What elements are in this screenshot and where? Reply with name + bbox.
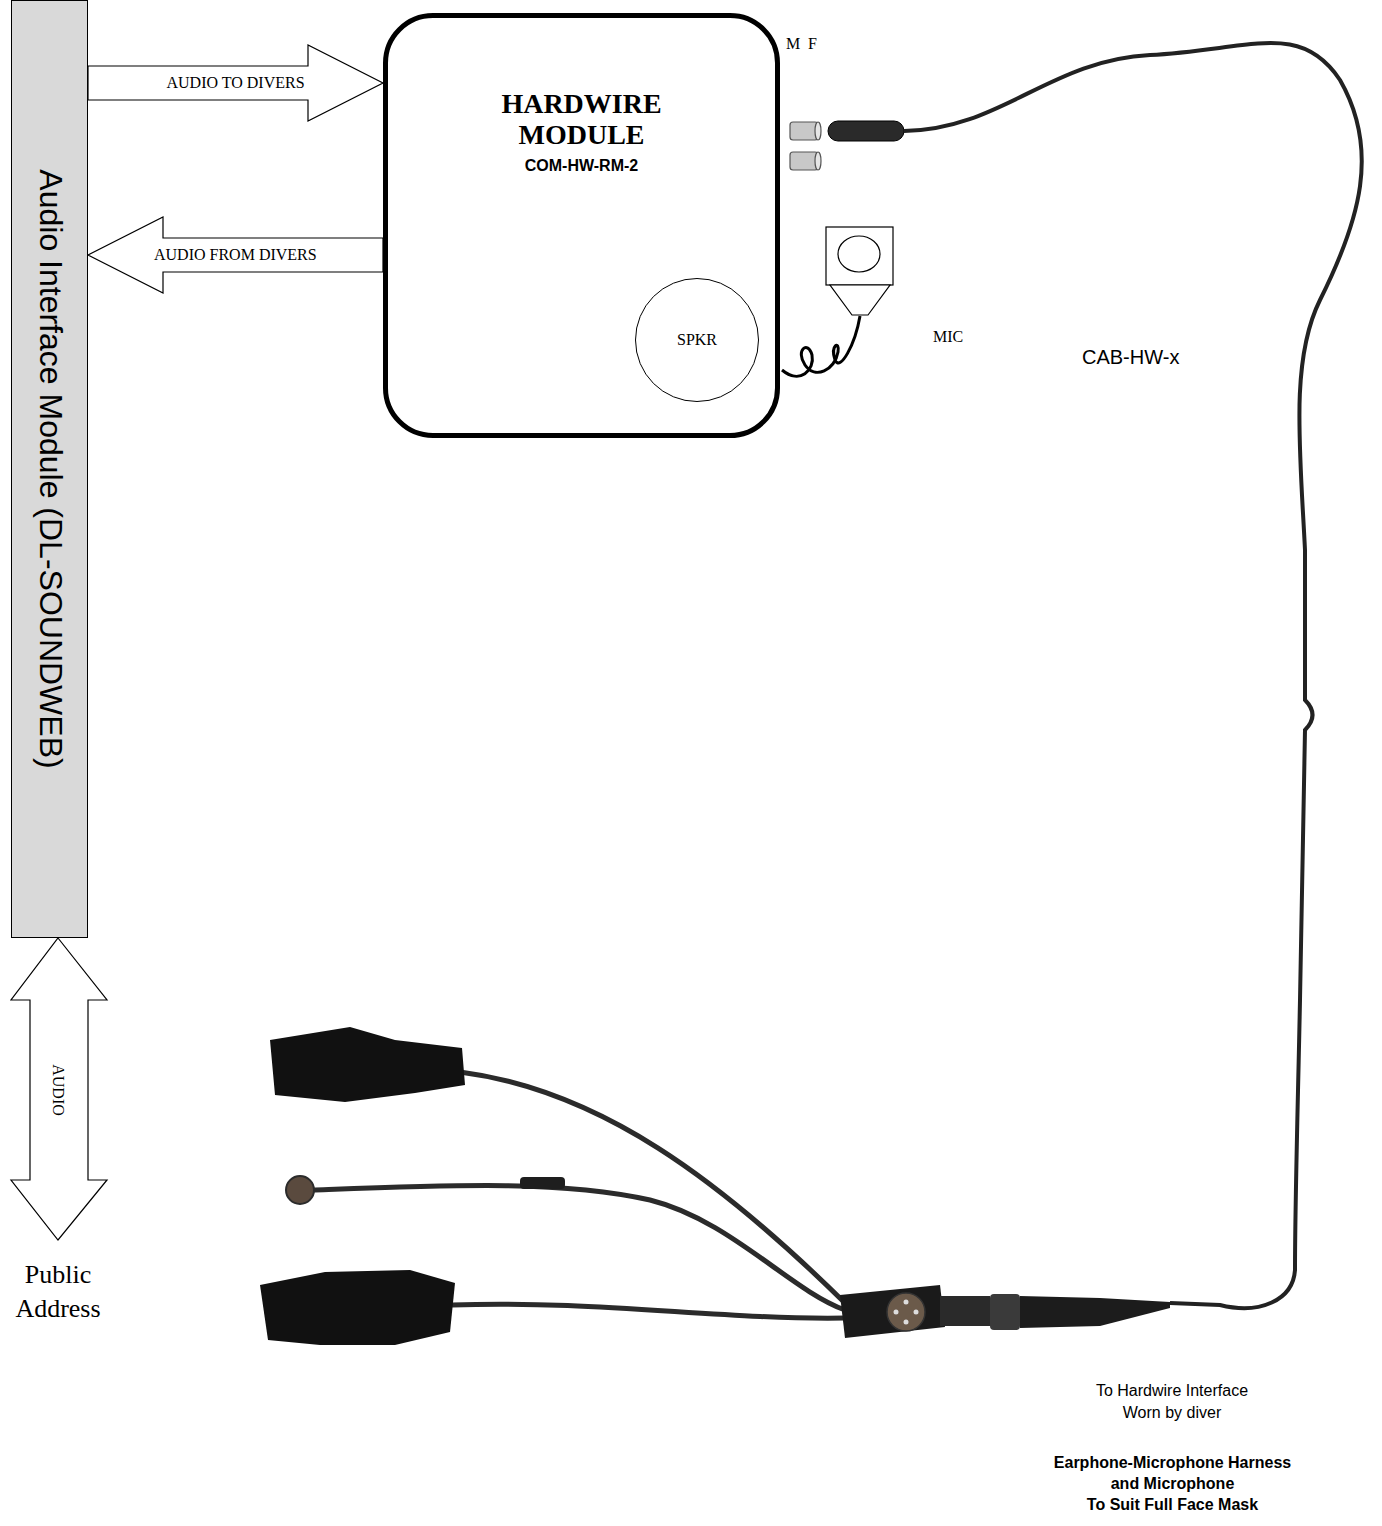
jack-f-end bbox=[815, 152, 821, 170]
mic-cord bbox=[782, 316, 860, 376]
connector-pin bbox=[904, 1300, 909, 1305]
node-text: COM-HW-RM-2 bbox=[388, 156, 775, 176]
mic-head bbox=[826, 227, 893, 285]
callout-label: To Hardwire Interface Worn by diver bbox=[1082, 1380, 1262, 1424]
callout-label: M bbox=[786, 34, 800, 54]
connector-plate bbox=[887, 1293, 925, 1331]
jack-f bbox=[790, 152, 818, 170]
callout-label: F bbox=[808, 34, 817, 54]
mic-grille bbox=[838, 236, 880, 272]
cable bbox=[904, 43, 1362, 1308]
module-box: HARDWIRE MODULE COM-HW-RM-2SPKR bbox=[383, 13, 780, 438]
node-text: HARDWIRE MODULE bbox=[482, 88, 682, 150]
cable-plug bbox=[828, 121, 904, 141]
node-text: SPKR bbox=[677, 331, 717, 349]
junction-neck bbox=[940, 1296, 990, 1326]
block-arrow bbox=[88, 217, 383, 293]
node-text: Audio Interface Module (DL-SOUNDWEB) bbox=[31, 169, 68, 768]
connector-pin bbox=[894, 1310, 899, 1315]
callout-label: Public Address bbox=[2, 1258, 114, 1326]
block-arrow bbox=[88, 45, 383, 121]
connector-pin bbox=[904, 1320, 909, 1325]
audio-double-arrow bbox=[11, 938, 107, 1240]
connector-pin bbox=[914, 1310, 919, 1315]
jack-m-end bbox=[815, 122, 821, 140]
speaker-circle: SPKR bbox=[635, 278, 759, 402]
junction-box bbox=[840, 1285, 945, 1338]
interface-band: Audio Interface Module (DL-SOUNDWEB) bbox=[11, 0, 88, 938]
connector-ring bbox=[990, 1294, 1020, 1330]
earphone-cord bbox=[452, 1304, 845, 1318]
callout-label: To Suit Full Face Mask bbox=[1040, 1494, 1305, 1515]
jack-m bbox=[790, 122, 818, 140]
callout-label: Earphone-Microphone Harness and Micropho… bbox=[1040, 1452, 1305, 1494]
callout-label: MIC bbox=[933, 327, 963, 347]
callout-label: AUDIO bbox=[48, 1064, 68, 1116]
harness-mic bbox=[286, 1176, 314, 1204]
arrow-label: AUDIO TO DIVERS bbox=[167, 73, 305, 93]
earphone-pad bbox=[270, 1027, 465, 1102]
mic-body bbox=[830, 285, 890, 315]
mic-connector bbox=[520, 1177, 565, 1189]
arrow-label: AUDIO FROM DIVERS bbox=[154, 245, 317, 265]
callout-label: CAB-HW-x bbox=[1082, 345, 1179, 369]
earphone-pad bbox=[260, 1270, 455, 1345]
connector-body bbox=[1020, 1296, 1170, 1328]
